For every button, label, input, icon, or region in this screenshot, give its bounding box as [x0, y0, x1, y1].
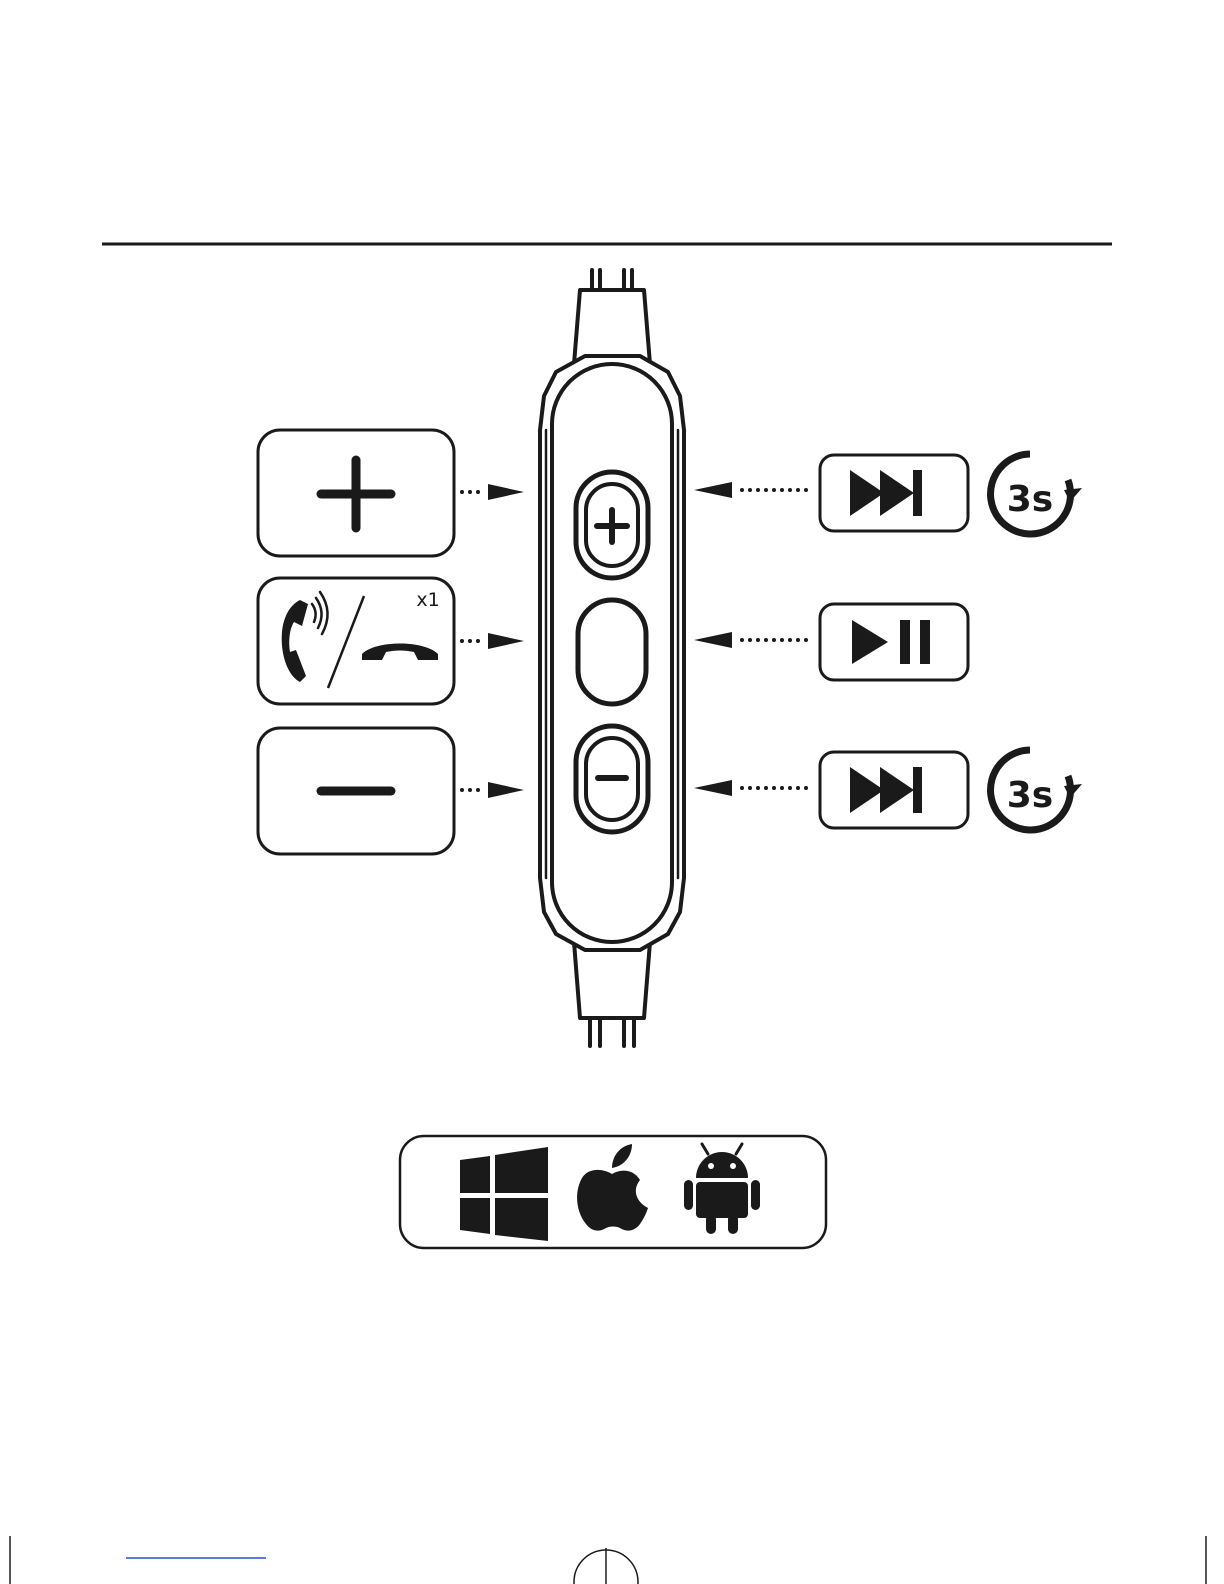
press-count-label: x1: [416, 589, 439, 611]
next-track-box: [820, 455, 968, 531]
connector-next-track: [694, 482, 808, 498]
hold-duration-label: 3s: [1007, 775, 1053, 816]
previous-track-box: [820, 752, 968, 828]
connector-previous-track: [694, 780, 808, 796]
registration-mark-icon: [574, 1548, 638, 1584]
hold-3s-top: 3s: [991, 454, 1082, 534]
connector-play-pause: [694, 632, 808, 648]
right-connectors: [694, 482, 808, 796]
os-compatibility-panel: [400, 1136, 826, 1248]
top-cable: [574, 270, 650, 364]
remote-button-plus[interactable]: [576, 472, 648, 578]
hold-duration-label: 3s: [1007, 479, 1053, 520]
remote-button-middle[interactable]: [578, 600, 646, 704]
call-answer-end-box: x1: [258, 578, 454, 704]
connector-volume-down: [460, 782, 524, 798]
print-marks: [10, 1536, 1206, 1584]
connector-call: [460, 633, 524, 649]
left-connectors: [460, 484, 524, 798]
play-pause-box: [820, 604, 968, 680]
volume-down-box: [258, 728, 454, 854]
connector-volume-up: [460, 484, 524, 500]
volume-up-box: [258, 430, 454, 556]
remote-button-minus[interactable]: [576, 726, 648, 832]
hold-3s-bottom: 3s: [991, 750, 1082, 830]
bottom-cable: [574, 942, 650, 1046]
